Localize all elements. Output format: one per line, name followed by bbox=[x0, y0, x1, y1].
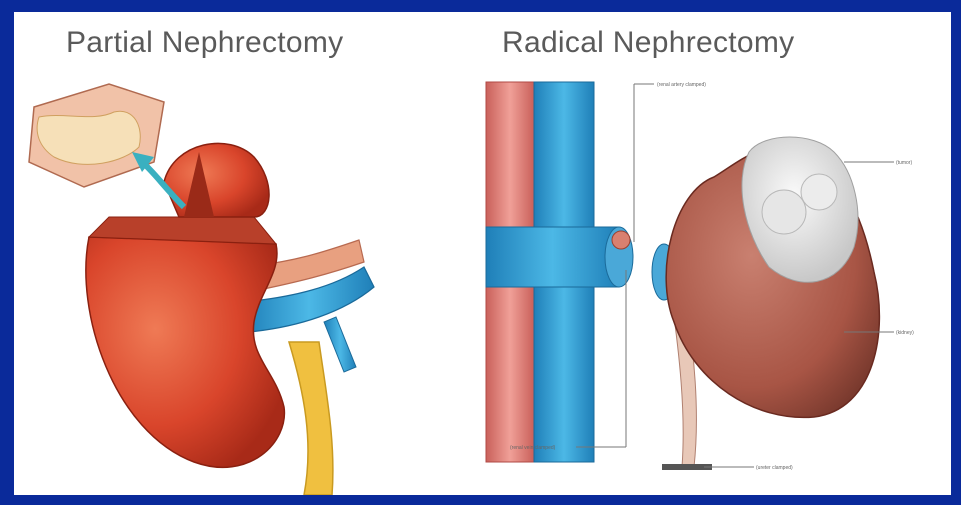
label-kidney: (kidney) bbox=[896, 330, 914, 336]
content-panel: Partial Nephrectomy Radical Nephrectomy bbox=[14, 12, 951, 495]
partial-kidney-group bbox=[29, 84, 374, 495]
label-ureter: (ureter clamped) bbox=[756, 465, 793, 471]
label-renal-artery: (renal artery clamped) bbox=[657, 82, 706, 88]
nephrectomy-illustration: (renal artery clamped) (tumor) (kidney) … bbox=[14, 12, 951, 495]
kidney-remaining bbox=[86, 237, 285, 467]
label-renal-vein: (renal vein clamped) bbox=[510, 445, 556, 451]
tumor-texture bbox=[37, 111, 140, 164]
radical-kidney-group: (renal artery clamped) (tumor) (kidney) … bbox=[486, 82, 914, 471]
tumor-lobe bbox=[762, 190, 806, 234]
artery-stump-left bbox=[612, 231, 630, 249]
tumor-lobe bbox=[801, 174, 837, 210]
label-tumor: (tumor) bbox=[896, 160, 912, 166]
vein-branch bbox=[324, 317, 356, 372]
renal-vein-stump bbox=[486, 227, 619, 287]
ureter bbox=[289, 342, 333, 495]
